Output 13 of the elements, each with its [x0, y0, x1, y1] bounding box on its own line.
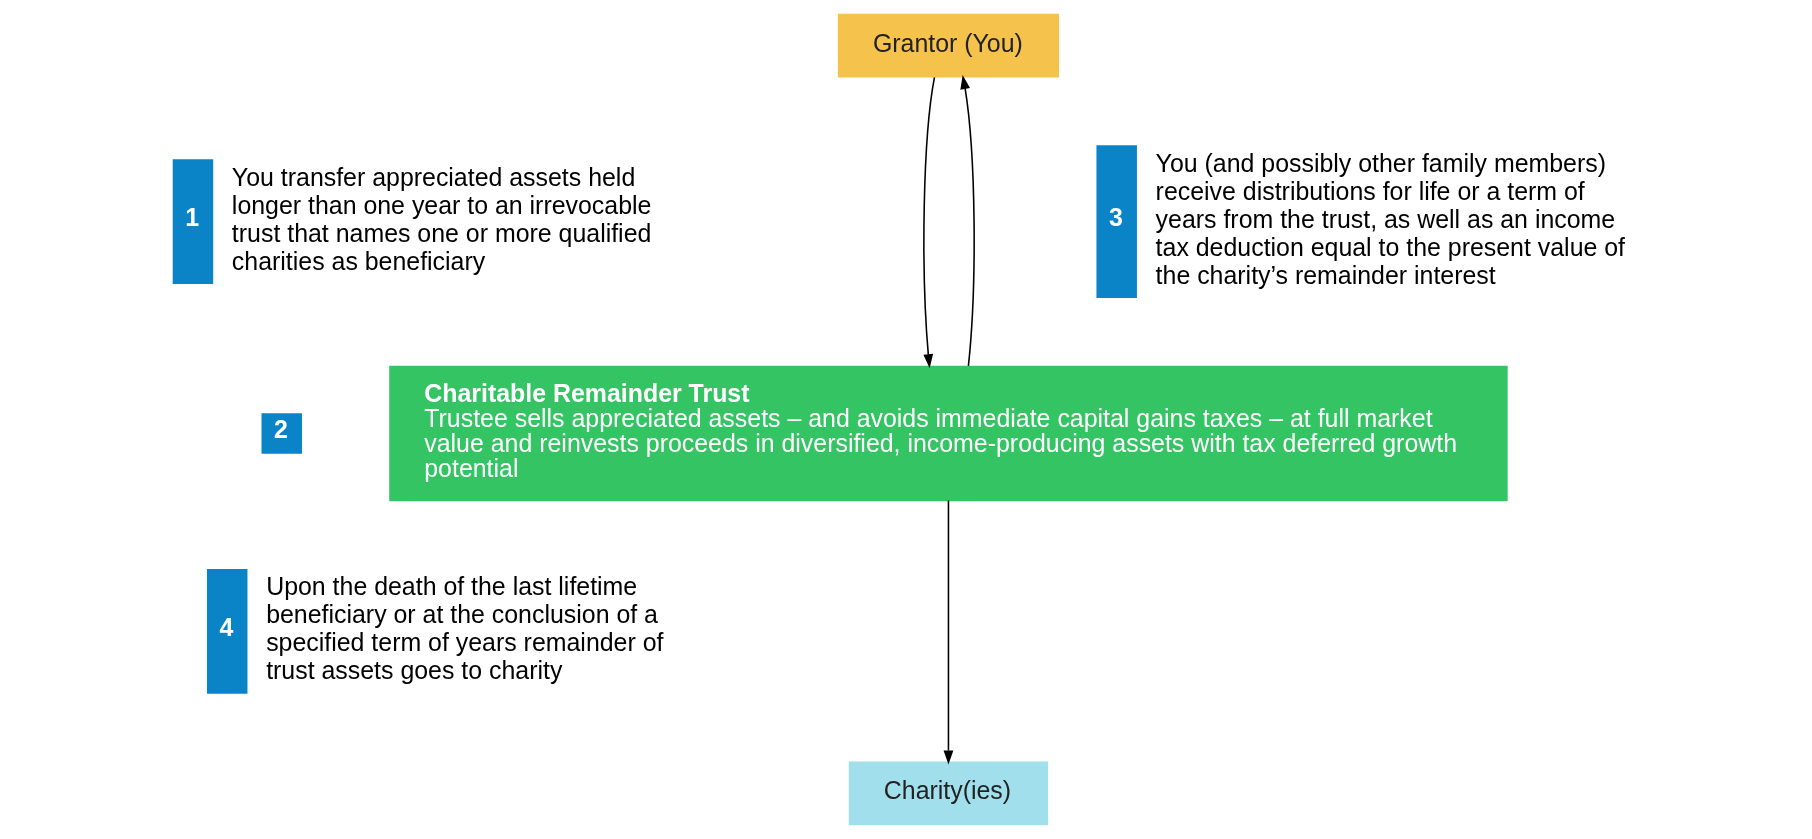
node-box: 1: [172, 159, 214, 284]
node-box: 4: [206, 569, 248, 694]
node-box: Grantor (You): [837, 13, 1060, 78]
node-box: Charity(ies): [848, 761, 1049, 826]
arrow: [923, 76, 936, 369]
node-label: Upon the death of the last lifetime beneficiary or at the conclusion of a specified term of years remainder of trust assets goes to charity: [266, 572, 664, 685]
node-box: 3: [1096, 145, 1137, 298]
arrow: [943, 499, 954, 765]
arrow: [960, 75, 975, 367]
node-label: You transfer appreciated assets held longer than one year to an irrevocable trust that names one or more qualified charities as beneficiary: [231, 162, 652, 275]
node-label: You (and possibly other family members) receive distributions for life or a term of years from the trust, as well as an income tax deduction equal to the present value of the charity’s remainder interest: [1155, 148, 1626, 289]
node-box: 2: [261, 413, 302, 454]
node-box: Charitable Remainder Trust Trustee sells appreciated assets – and avoids immediate capital gains taxes – at full market value and reinvests proceeds in diversified, income-producing assets with tax deferred growth potential: [389, 365, 1508, 502]
